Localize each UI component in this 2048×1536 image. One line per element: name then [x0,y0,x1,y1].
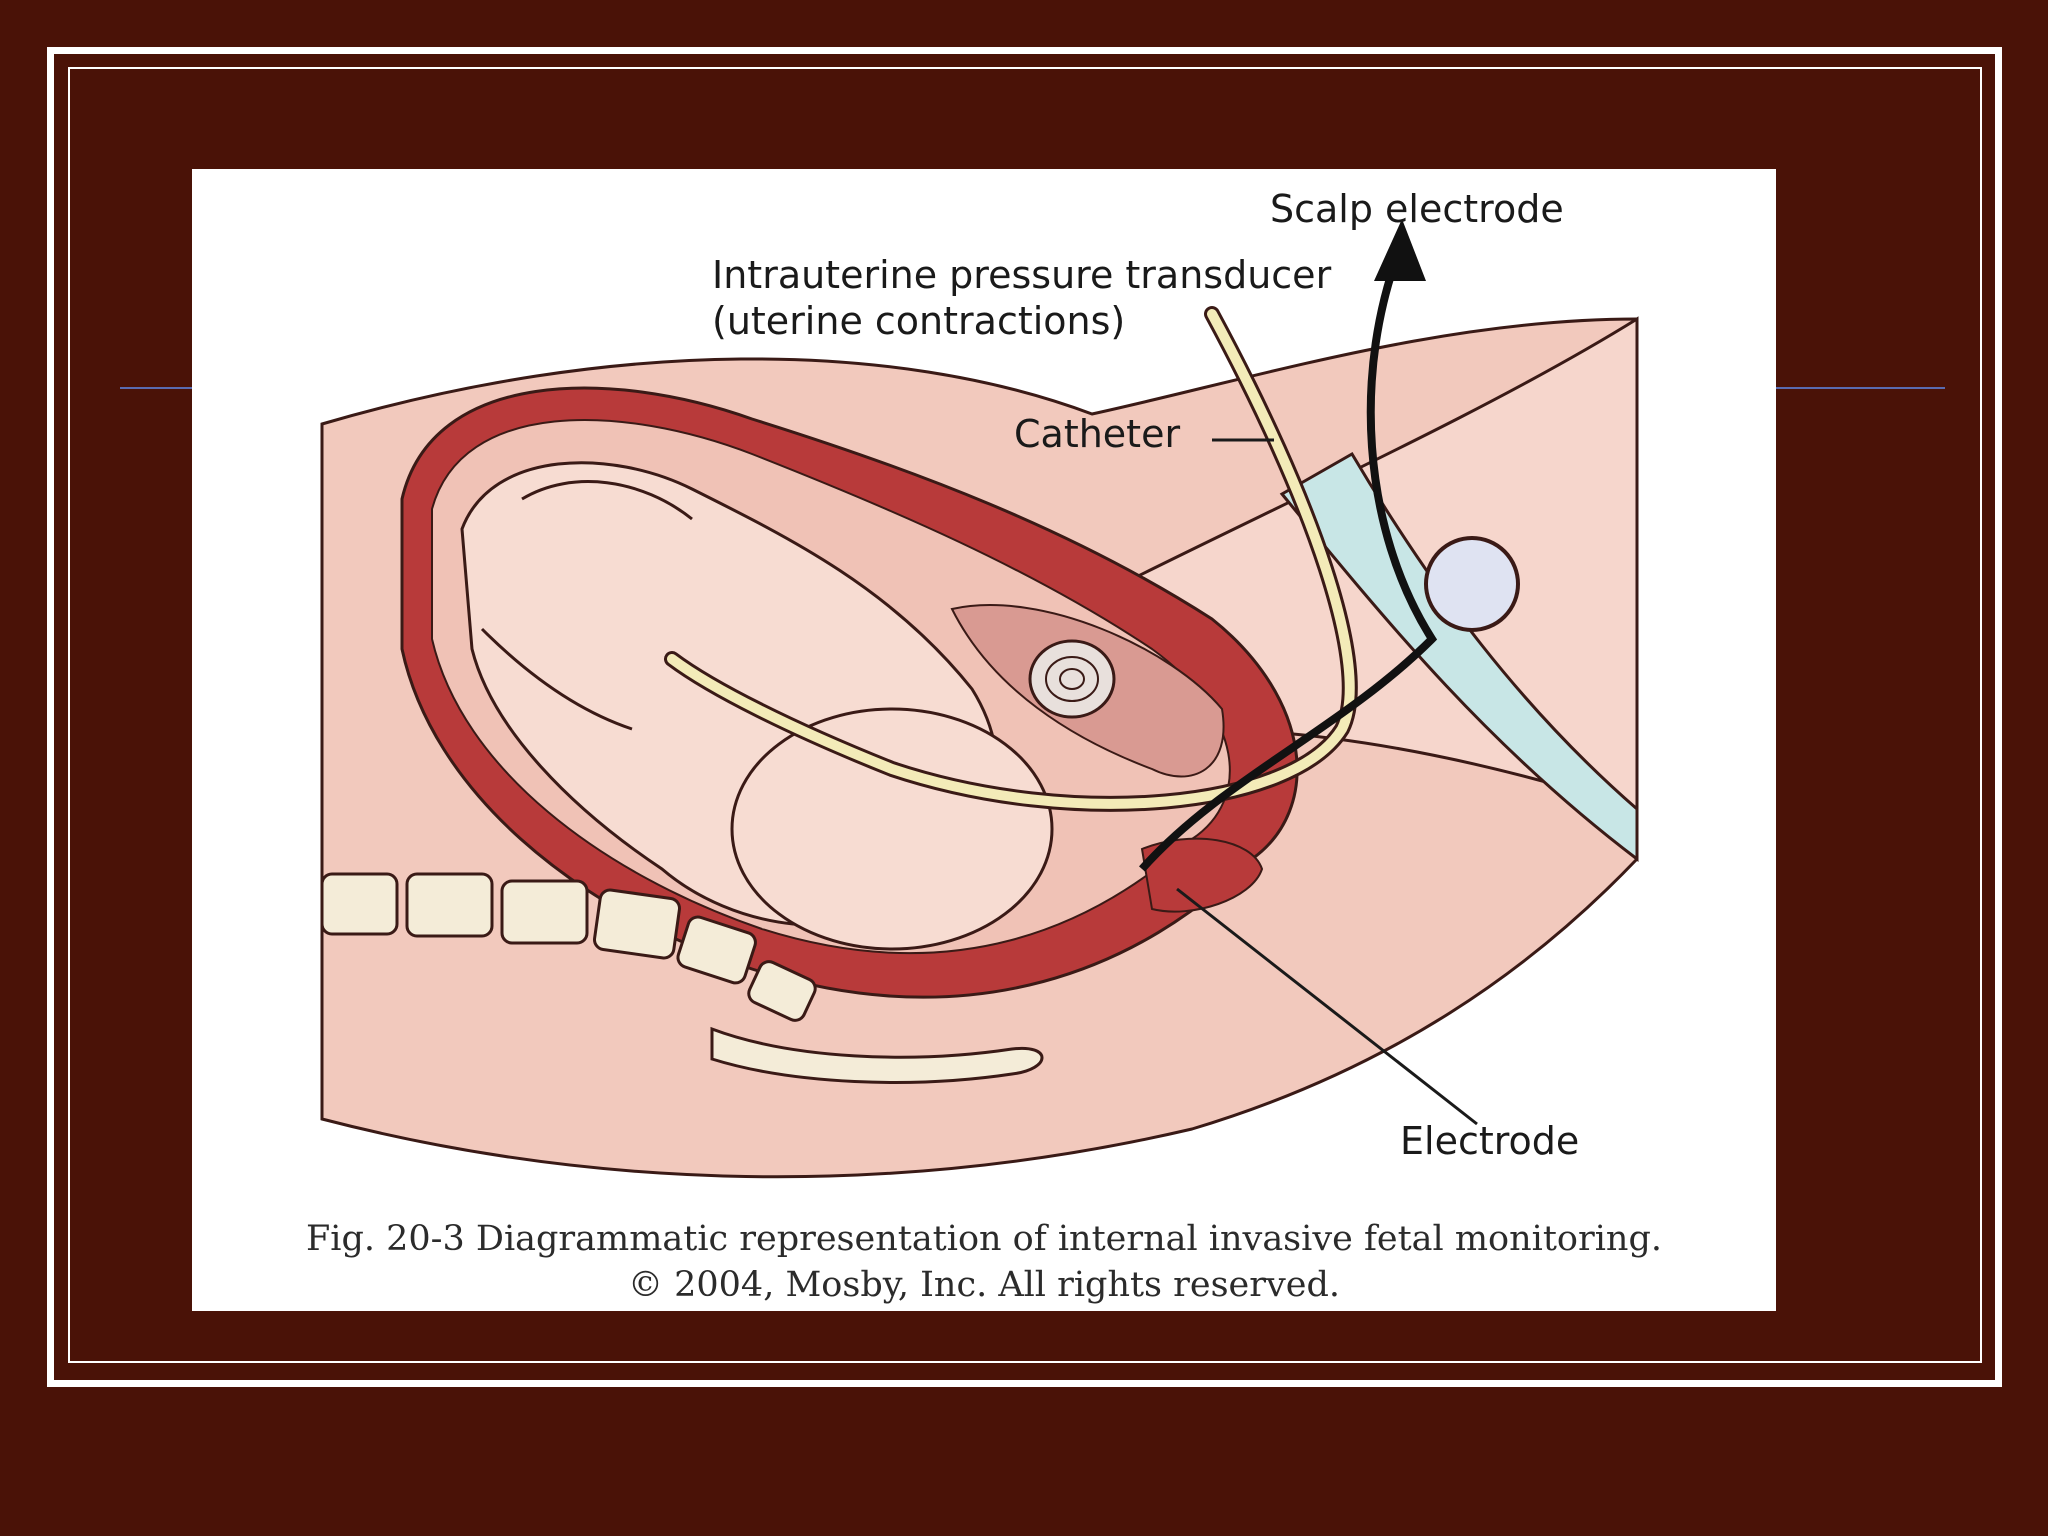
label-iupt-line2: (uterine contractions) [712,301,1125,343]
label-catheter: Catheter [1014,414,1180,456]
figure-copyright: © 2004, Mosby, Inc. All rights reserved. [192,1265,1776,1305]
fetal-monitoring-figure: Scalp electrode Intrauterine pressure tr… [192,169,1776,1311]
label-scalp-electrode: Scalp electrode [1270,189,1564,231]
title-rule-left [120,387,195,389]
figure-caption: Fig. 20-3 Diagrammatic representation of… [192,1219,1776,1259]
fetal-head [732,709,1052,949]
label-iupt-line1: Intrauterine pressure transducer [712,255,1331,297]
umbilical-cord-coil [1030,641,1114,717]
leg-plate-disc [1426,538,1518,630]
label-electrode: Electrode [1400,1121,1579,1163]
title-rule-right [1775,387,1945,389]
